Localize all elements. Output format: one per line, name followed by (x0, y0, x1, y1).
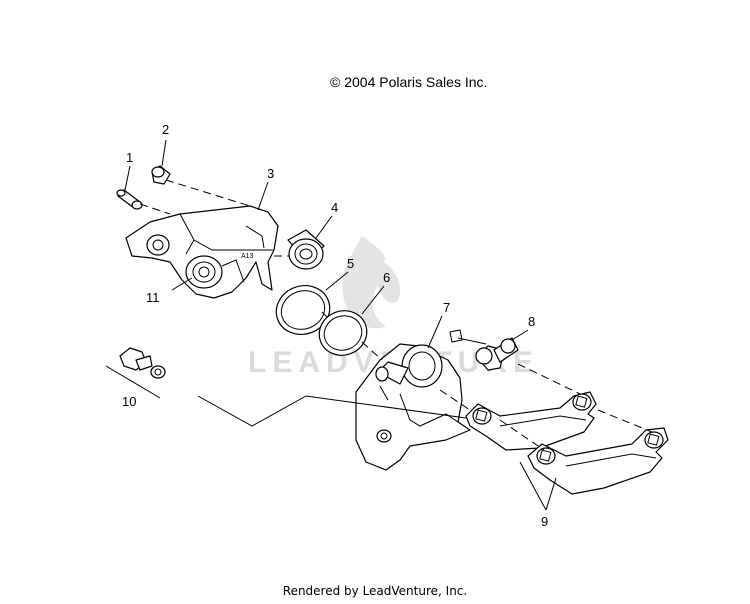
mounting-bolt-and-washer[interactable] (119, 347, 166, 379)
render-credit-footer: Rendered by LeadVenture, Inc. (282, 584, 468, 598)
callout-7: 7 (443, 300, 450, 315)
dust-seal-ring[interactable] (313, 304, 373, 362)
callout-1: 1 (126, 150, 133, 165)
watermark-flame-logo (342, 236, 401, 329)
caliper-casting-stamp: A13 (241, 253, 254, 260)
callout-2: 2 (162, 122, 169, 137)
caliper-mounting-bracket[interactable] (355, 329, 505, 471)
callout-9: 9 (541, 514, 548, 529)
callout-11: 11 (146, 290, 160, 305)
bleeder-cap[interactable] (151, 165, 171, 185)
callout-5: 5 (347, 256, 354, 271)
slide-pin[interactable] (493, 337, 519, 363)
callout-4: 4 (331, 200, 338, 215)
caliper-body[interactable]: A13 (125, 205, 279, 299)
callout-8: 8 (528, 314, 535, 329)
bleeder-screw[interactable] (116, 189, 143, 210)
brake-pads[interactable] (465, 391, 669, 495)
callout-10: 10 (122, 394, 136, 409)
callout-3: 3 (267, 166, 274, 181)
piston-seal-ring[interactable] (269, 278, 336, 342)
assembly-axis-lines (139, 179, 653, 451)
reference-line (197, 395, 467, 427)
copyright-notice: © 2004 Polaris Sales Inc. (330, 74, 488, 90)
callout-labels: 1 2 3 4 5 6 7 8 9 10 11 (122, 122, 548, 529)
leader-lines (105, 139, 557, 511)
callout-6: 6 (383, 270, 390, 285)
caliper-piston[interactable] (287, 229, 325, 270)
